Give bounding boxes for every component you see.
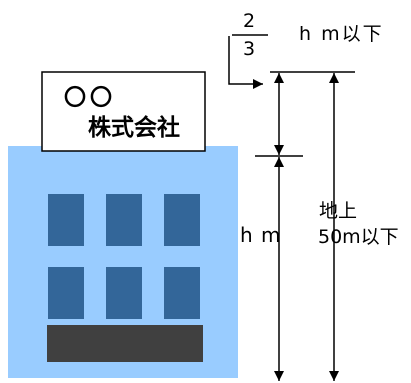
rooftop-sign-box	[41, 71, 206, 152]
height-label: h m	[240, 223, 282, 247]
window	[106, 267, 142, 319]
window	[48, 267, 84, 319]
building-base-bar	[47, 325, 203, 362]
fraction-denominator: 3	[243, 38, 256, 60]
window	[164, 194, 200, 246]
company-mark: 〇〇	[64, 86, 117, 111]
height-limit-label: 50m以下	[318, 226, 399, 248]
company-name: 株式会社	[88, 115, 180, 141]
leader-arrow	[228, 36, 263, 89]
window	[48, 194, 84, 246]
fraction-numerator: 2	[243, 10, 256, 32]
fraction-height-label: h m以下	[299, 23, 384, 45]
window-grid	[48, 194, 200, 319]
window	[164, 267, 200, 319]
above-ground-label: 地上	[319, 200, 358, 222]
window	[106, 194, 142, 246]
